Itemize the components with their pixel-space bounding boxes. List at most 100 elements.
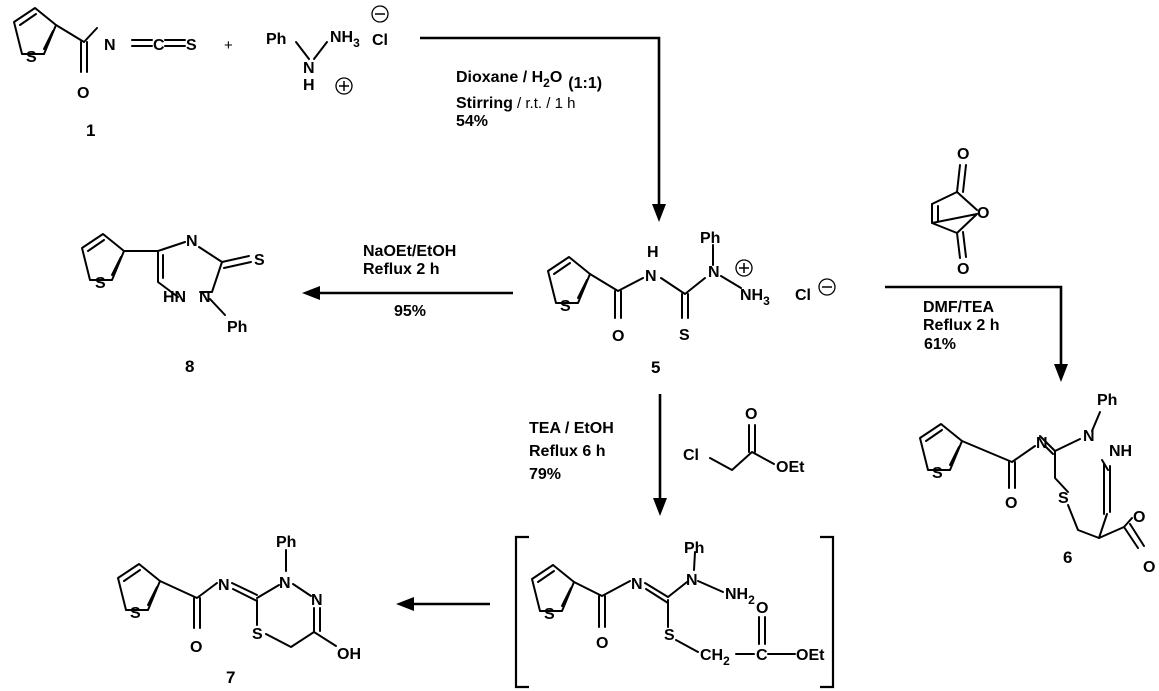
compound-number: 5 bbox=[651, 358, 660, 377]
hydrogen-atom: H bbox=[303, 77, 315, 94]
sulfur-atom: S bbox=[254, 252, 265, 269]
oxygen-atom: O bbox=[190, 639, 202, 656]
reaction-arrow-step1 bbox=[420, 36, 661, 206]
hydrogen-atom: H bbox=[647, 244, 659, 261]
arrow-head-icon bbox=[396, 597, 414, 611]
left-bracket bbox=[514, 535, 529, 689]
condition-line2: Stirring / r.t. / 1 h bbox=[456, 95, 575, 112]
nitrogen-atom: N bbox=[186, 233, 198, 250]
ammonium-label: NH3 bbox=[740, 287, 770, 308]
conditions-step1: Dioxane / H2O(1:1) Stirring / r.t. / 1 h… bbox=[456, 69, 602, 130]
compound-5: S O H N N Ph NH3 S Cl 5 bbox=[547, 230, 836, 377]
arrow-head-icon bbox=[652, 204, 666, 222]
plus-charge-icon bbox=[735, 259, 753, 277]
sulfur-atom: S bbox=[560, 298, 571, 315]
ethoxy-label: OEt bbox=[796, 647, 825, 664]
compound-number: 6 bbox=[1063, 548, 1072, 567]
chlorine-atom: Cl bbox=[683, 447, 699, 464]
sulfur-atom: S bbox=[544, 606, 555, 623]
oxygen-atom: O bbox=[77, 85, 89, 102]
compound-number: 8 bbox=[185, 357, 194, 376]
methylene-label: CH2 bbox=[700, 647, 730, 668]
oxygen-atom: O bbox=[612, 328, 624, 345]
plus-sign: + bbox=[224, 37, 233, 54]
nh-label: HN bbox=[163, 289, 186, 306]
oxygen-atom: O bbox=[1133, 509, 1145, 526]
oxygen-atom: O bbox=[957, 146, 969, 163]
condition-line2: Reflux 6 h bbox=[529, 443, 605, 460]
compound-7: S O N Ph N N S OH 7 bbox=[117, 534, 361, 687]
nitrogen-atom: N bbox=[218, 577, 230, 594]
plus-charge-icon bbox=[335, 77, 353, 95]
nitrogen-atom: N bbox=[303, 60, 315, 77]
condition-line2: Reflux 2 h bbox=[363, 261, 439, 278]
condition-yield: 79% bbox=[529, 466, 561, 483]
condition-line2: Reflux 2 h bbox=[923, 317, 999, 334]
sulfur-atom: S bbox=[1058, 490, 1069, 507]
arrow-head-icon bbox=[653, 498, 667, 516]
reaction-arrow-to-6 bbox=[885, 285, 1063, 366]
condition-yield: 95% bbox=[394, 303, 426, 320]
arrow-head-icon bbox=[302, 286, 320, 300]
oxygen-atom: O bbox=[745, 406, 757, 423]
phenyl-label: Ph bbox=[684, 540, 704, 557]
conditions-step6: DMF/TEA Reflux 2 h 61% bbox=[923, 299, 999, 353]
sulfur-atom: S bbox=[932, 465, 943, 482]
amine-label: NH2 bbox=[725, 586, 755, 607]
sulfur-atom: S bbox=[664, 627, 675, 644]
phenylhydrazine-hydrochloride: Ph N H NH3 Cl bbox=[266, 5, 389, 95]
nitrogen-atom: N bbox=[645, 268, 657, 285]
nitrogen-atom: N bbox=[311, 592, 323, 609]
phenyl-label: Ph bbox=[266, 31, 286, 48]
sulfur-atom: S bbox=[26, 49, 37, 66]
nitrogen-atom: N bbox=[631, 576, 643, 593]
nitrogen-atom: N bbox=[279, 575, 291, 592]
conditions-step8: NaOEt/EtOH Reflux 2 h 95% bbox=[363, 243, 456, 320]
ethyl-chloroacetate: Cl O OEt bbox=[683, 406, 805, 476]
compound-8: S N S HN N Ph 8 bbox=[81, 233, 265, 376]
carbon-atom: C bbox=[153, 37, 165, 54]
nitrogen-atom: N bbox=[104, 37, 116, 54]
phenyl-label: Ph bbox=[700, 230, 720, 247]
condition-line1: TEA / EtOH bbox=[529, 420, 614, 437]
condition-line1: NaOEt/EtOH bbox=[363, 243, 456, 260]
nitrogen-atom: N bbox=[708, 264, 720, 281]
condition-line1: Dioxane / H2O(1:1) bbox=[456, 69, 602, 92]
nitrogen-atom: N bbox=[1083, 428, 1095, 445]
oxygen-atom: O bbox=[957, 261, 969, 278]
ammonium-label: NH3 bbox=[330, 29, 360, 50]
oxygen-atom: O bbox=[977, 205, 989, 222]
sulfur-atom: S bbox=[186, 37, 197, 54]
sulfur-atom: S bbox=[95, 275, 106, 292]
sulfur-atom: S bbox=[252, 626, 263, 643]
compound-6: S N O Ph N NH S O O 6 bbox=[919, 392, 1155, 576]
ethoxy-label: OEt bbox=[776, 459, 805, 476]
sulfur-atom: S bbox=[130, 605, 141, 622]
arrow-head-icon bbox=[1054, 364, 1068, 382]
maleic-anhydride: O O O bbox=[931, 146, 989, 278]
compound-number: 7 bbox=[226, 668, 235, 687]
carbon-atom: C bbox=[756, 647, 768, 664]
intermediate-bracketed: S O N Ph N NH2 S CH2 C O OEt bbox=[514, 535, 835, 689]
sulfur-atom: S bbox=[679, 327, 690, 344]
condition-yield: 54% bbox=[456, 113, 488, 130]
right-bracket bbox=[820, 535, 835, 689]
oxygen-atom: O bbox=[596, 635, 608, 652]
chloride-label: Cl bbox=[372, 32, 388, 49]
compound-number: 1 bbox=[86, 121, 95, 140]
oxygen-atom: O bbox=[1143, 559, 1155, 576]
minus-charge-icon bbox=[371, 5, 389, 23]
phenyl-label: Ph bbox=[276, 534, 296, 551]
nitrogen-atom: N bbox=[1036, 435, 1048, 452]
compound-1: S N C S O 1 bbox=[13, 7, 197, 140]
hydroxyl-label: OH bbox=[337, 646, 361, 663]
condition-line1: DMF/TEA bbox=[923, 299, 995, 316]
chloride-label: Cl bbox=[795, 287, 811, 304]
nitrogen-atom: N bbox=[199, 289, 211, 306]
condition-yield: 61% bbox=[924, 336, 956, 353]
oxygen-atom: O bbox=[756, 600, 768, 617]
nitrogen-atom: N bbox=[686, 572, 698, 589]
phenyl-label: Ph bbox=[227, 319, 247, 336]
oxygen-atom: O bbox=[1005, 495, 1017, 512]
